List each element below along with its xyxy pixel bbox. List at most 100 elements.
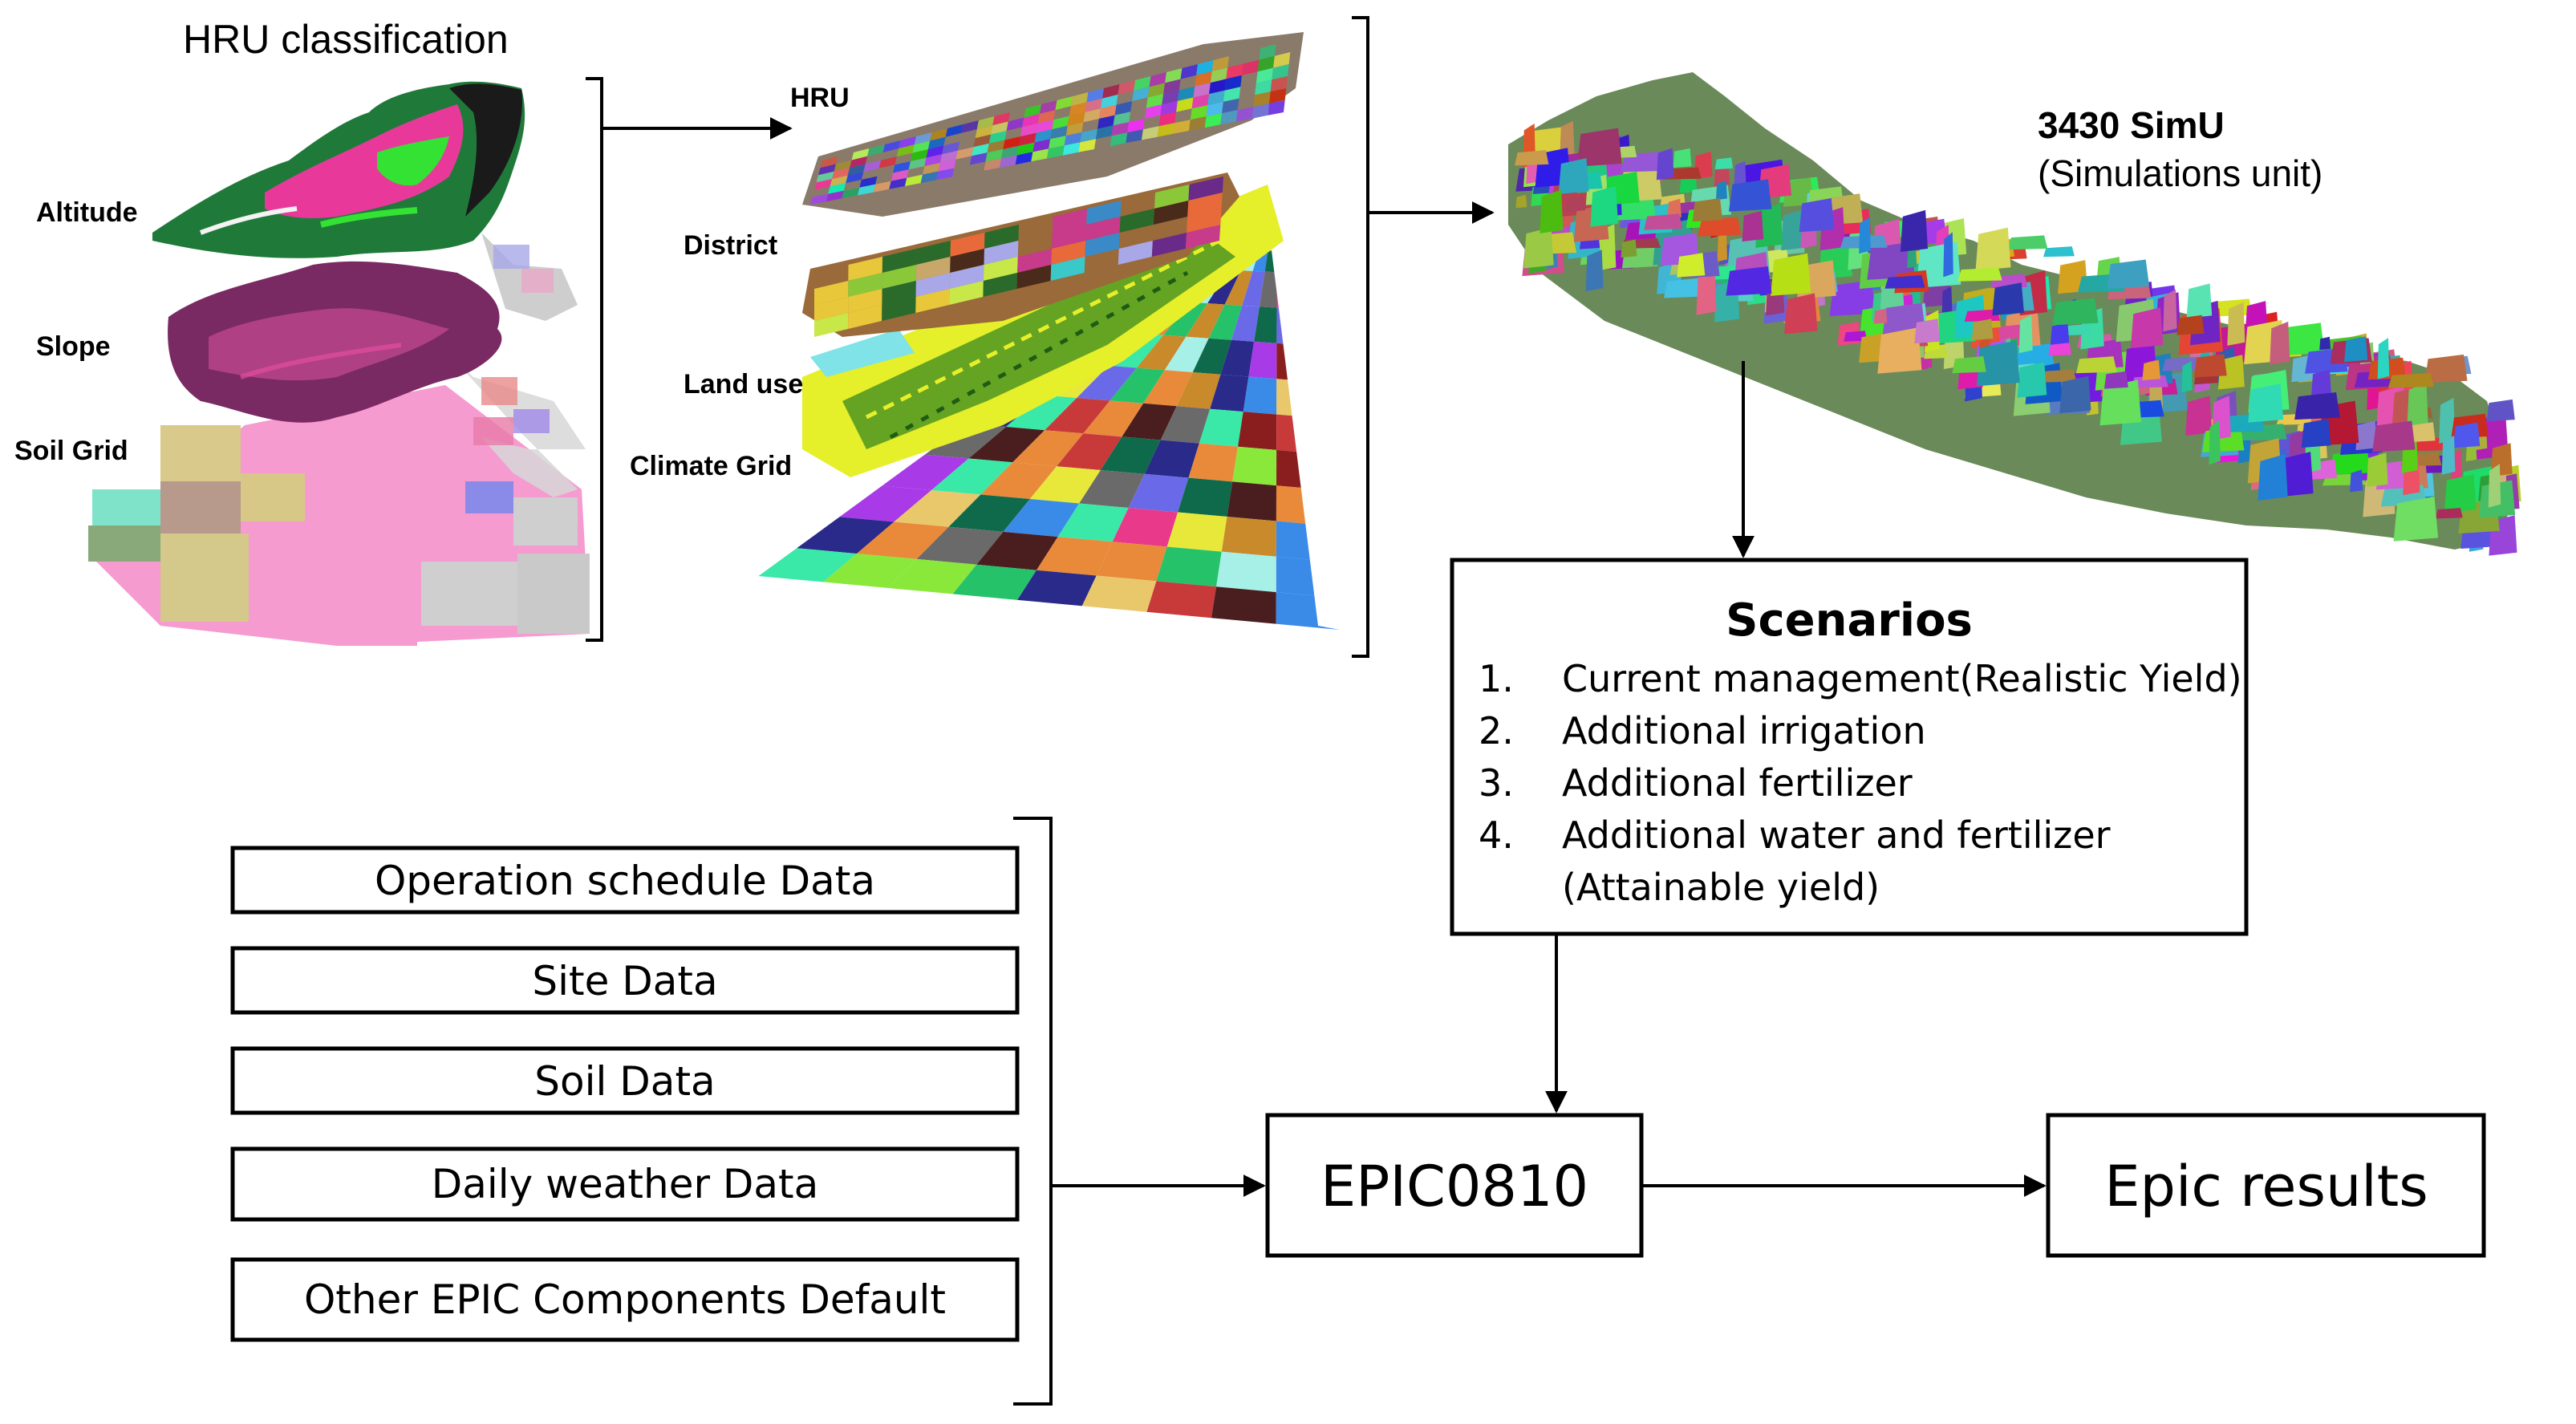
hru-cell	[810, 193, 829, 205]
simu-cell	[2209, 420, 2221, 465]
climate-cell	[1224, 270, 1253, 306]
epic-results-frame	[2046, 1113, 2486, 1258]
hru-cell	[988, 131, 1007, 144]
simu-cell	[1540, 189, 1564, 233]
hru-cell	[842, 187, 860, 199]
hru-cell	[1273, 52, 1291, 68]
climate-cell	[1128, 473, 1189, 513]
hru-cell	[1207, 90, 1225, 106]
district-cell	[915, 273, 951, 297]
district-cell	[882, 249, 917, 273]
hru-cell	[1065, 122, 1084, 136]
district-cell	[1016, 265, 1052, 289]
hru-cell	[984, 158, 1002, 171]
simu-cell	[1873, 308, 1888, 324]
hru-cell	[1086, 88, 1104, 103]
simu-cell	[1781, 209, 1807, 251]
altitude-peak-zone	[449, 83, 522, 217]
climate-cell	[1276, 521, 1331, 562]
district-cell	[1085, 217, 1121, 241]
hru-cell	[1220, 110, 1238, 125]
district-cell	[915, 289, 950, 313]
land-use-texture	[865, 238, 1221, 420]
simu-cell	[2099, 379, 2142, 426]
simu-cell	[1971, 318, 1994, 341]
climate-cell	[882, 454, 969, 490]
simu-cell	[1941, 286, 1953, 318]
altitude-label: Altitude	[36, 197, 138, 228]
simu-cell	[2176, 314, 2205, 335]
simu-cell	[2142, 360, 2160, 381]
hru-cell	[942, 141, 959, 155]
altitude-high-zone	[265, 104, 464, 218]
hru-stack-group: HRU District Land use Climate Grid	[630, 16, 1369, 658]
simu-cell	[2393, 496, 2439, 542]
climate-cell	[1166, 512, 1227, 552]
hru-cell	[1050, 125, 1068, 140]
hru-cell	[1134, 76, 1151, 91]
climate-cell	[950, 564, 1036, 604]
simu-cell	[1585, 250, 1604, 291]
district-cell	[1086, 201, 1122, 225]
hru-cell	[945, 124, 963, 137]
climate-cell	[1080, 575, 1157, 616]
hru-cell	[1070, 92, 1089, 107]
hru-classification-group: HRU classification	[14, 17, 603, 646]
climate-cell	[1192, 338, 1231, 375]
hru-cell	[927, 136, 946, 150]
district-cell	[1153, 201, 1189, 225]
hru-label: HRU	[790, 83, 850, 113]
climate-cell	[1186, 303, 1225, 339]
soil-cell	[465, 481, 513, 513]
simu-cell	[1734, 160, 1746, 186]
input-box-soil	[230, 1046, 1020, 1115]
hru-cell	[1003, 136, 1021, 149]
hru-cell	[882, 140, 901, 152]
climate-cell	[856, 521, 949, 559]
simu-cell	[2185, 396, 2213, 436]
hru-cell	[1160, 100, 1178, 116]
slope-layer	[168, 261, 586, 497]
simu-cell	[1882, 302, 1926, 335]
hru-cell	[1055, 96, 1073, 111]
altitude-layer	[152, 81, 578, 321]
hru-cell	[911, 149, 928, 161]
simu-cell	[1914, 318, 1941, 344]
input-box-operation-schedule	[230, 846, 1020, 915]
climate-cell	[1242, 270, 1265, 307]
climate-grid-label: Climate Grid	[630, 451, 792, 481]
hru-cell	[924, 154, 943, 167]
climate-cell	[1231, 305, 1260, 342]
simu-map-group: 3430 SimU (Simulations unit)	[1508, 72, 2521, 556]
district-cell	[983, 273, 1018, 297]
hru-cell	[1101, 94, 1118, 109]
hru-cell	[1206, 101, 1223, 117]
simu-cell	[2278, 323, 2325, 356]
climate-cell	[1003, 499, 1080, 538]
hru-cell	[908, 157, 927, 170]
slope-texture	[240, 343, 402, 379]
simu-cell	[2452, 422, 2481, 448]
climate-cell	[1276, 307, 1300, 345]
hru-cell	[1211, 56, 1229, 71]
hru-cell	[1032, 139, 1051, 152]
district-cell	[1017, 249, 1052, 273]
simu-cell	[1679, 175, 1698, 193]
hru-cell	[1052, 116, 1069, 130]
simu-cell	[2372, 420, 2416, 452]
simu-cell	[2181, 361, 2193, 393]
climate-cell	[1136, 335, 1187, 371]
soil-cell	[160, 481, 241, 533]
simu-cell	[1859, 217, 1871, 254]
hru-cell	[899, 136, 916, 149]
input-data-group: Operation schedule Data Site Data Soil D…	[230, 817, 1053, 1406]
hru-layer	[802, 32, 1304, 217]
soil-cell	[513, 497, 578, 546]
hru-cell	[1189, 116, 1207, 131]
district-cell	[814, 313, 849, 337]
hru-cell	[1268, 100, 1285, 116]
simu-cell	[2387, 373, 2434, 388]
hru-cell	[893, 161, 911, 173]
simu-cell	[1729, 179, 1772, 212]
simu-cell	[2279, 452, 2314, 497]
